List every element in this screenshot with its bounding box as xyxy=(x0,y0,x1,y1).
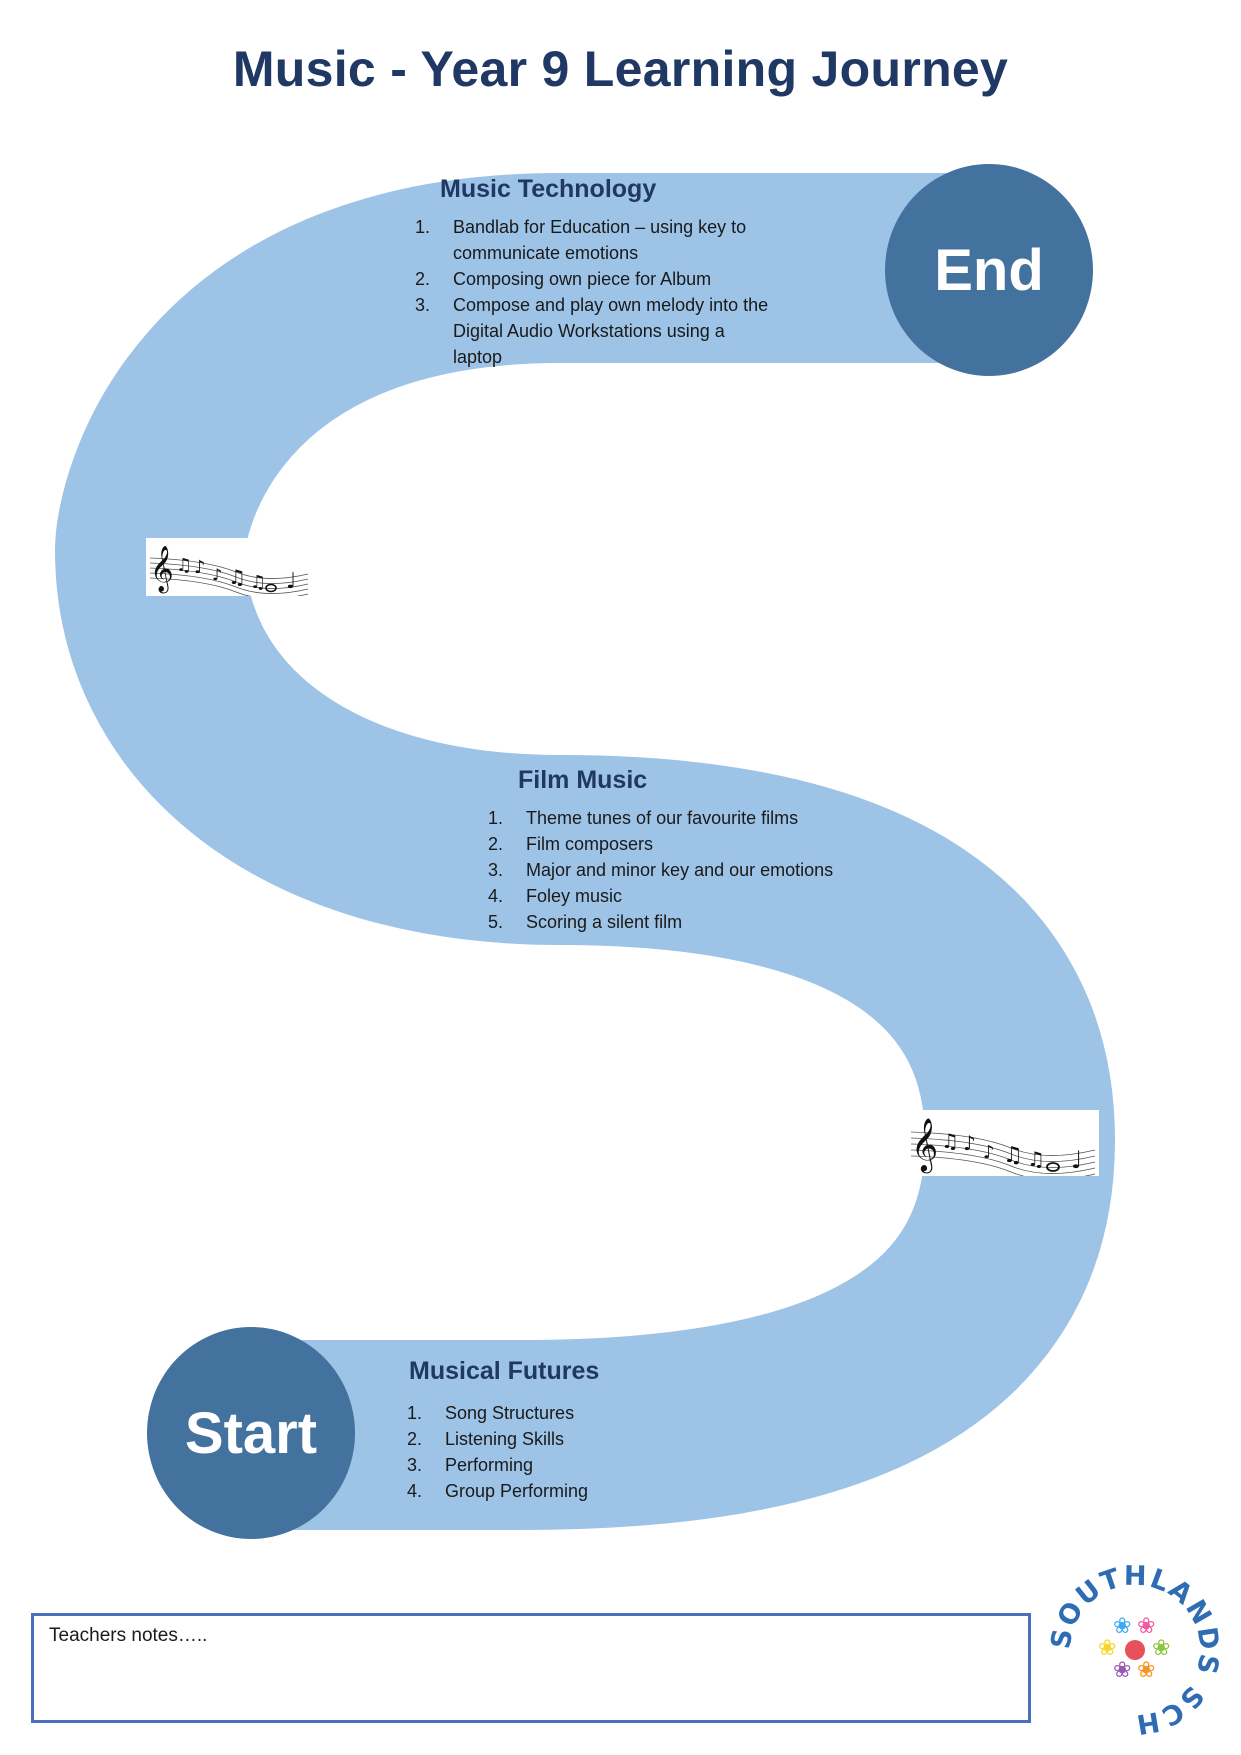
svg-text:♫: ♫ xyxy=(228,565,246,589)
film-music-section: Film Music 1.Theme tunes of our favourit… xyxy=(488,766,888,935)
svg-text:♫: ♫ xyxy=(250,572,266,593)
svg-text:❀: ❀ xyxy=(1113,1614,1131,1639)
list-item: 2.Listening Skills xyxy=(407,1429,565,1449)
music-notes-image: 𝄞 ♫ ♪ ♪ ♫ ♫ ♩ xyxy=(907,1110,1099,1180)
music-notes-image: 𝄞 ♫ ♪ ♪ ♫ ♫ ♩ xyxy=(146,538,312,599)
svg-text:♪: ♪ xyxy=(963,1131,976,1155)
teachers-notes-box[interactable]: Teachers notes….. xyxy=(31,1613,1031,1723)
film-music-list: 1.Theme tunes of our favourite films 2.F… xyxy=(488,805,888,935)
musical-futures-list: 1.Song Structures 2.Listening Skills 3.P… xyxy=(407,1400,707,1504)
svg-text:♪: ♪ xyxy=(194,557,206,578)
list-item: 1.Theme tunes of our favourite films xyxy=(488,808,799,828)
page-title: Music - Year 9 Learning Journey xyxy=(232,41,1009,97)
svg-text:♪: ♪ xyxy=(212,565,222,584)
list-item: 2.Composing own piece for Album xyxy=(415,269,712,289)
list-item: 5.Scoring a silent film xyxy=(488,912,683,932)
list-item: 1.Bandlab for Education – using key to c… xyxy=(415,217,747,263)
end-node: End xyxy=(885,164,1093,376)
musical-futures-title: Musical Futures xyxy=(409,1357,600,1385)
svg-text:♫: ♫ xyxy=(1003,1143,1023,1168)
list-item: 3.Performing xyxy=(407,1455,534,1475)
start-node: Start xyxy=(147,1327,355,1539)
list-item: 4.Foley music xyxy=(488,886,623,906)
svg-text:❀: ❀ xyxy=(1113,1658,1131,1683)
svg-text:❀: ❀ xyxy=(1137,1658,1155,1683)
list-item: 3.Compose and play own melody into the D… xyxy=(415,295,769,367)
svg-text:𝄞: 𝄞 xyxy=(911,1117,938,1173)
svg-text:❀: ❀ xyxy=(1098,1636,1116,1661)
svg-text:♩: ♩ xyxy=(1071,1146,1082,1174)
svg-text:❀: ❀ xyxy=(1137,1614,1155,1639)
list-item: 2.Film composers xyxy=(488,834,654,854)
list-item: 1.Song Structures xyxy=(407,1403,575,1423)
musical-futures-section: Musical Futures 1.Song Structures 2.List… xyxy=(407,1357,707,1504)
svg-text:♩: ♩ xyxy=(286,569,296,594)
svg-text:𝄞: 𝄞 xyxy=(150,546,174,594)
music-technology-section: Music Technology 1.Bandlab for Education… xyxy=(415,175,775,370)
svg-text:❀: ❀ xyxy=(1152,1636,1170,1661)
music-technology-list: 1.Bandlab for Education – using key to c… xyxy=(415,214,775,370)
music-technology-title: Music Technology xyxy=(440,175,657,203)
svg-text:♪: ♪ xyxy=(983,1142,995,1163)
school-logo: ❀ ❀ ❀ ❀ ❀ ❀ SOUTHLANDS SCHOOL xyxy=(1028,1531,1230,1745)
teachers-notes-label: Teachers notes….. xyxy=(49,1625,208,1646)
list-item: 4.Group Performing xyxy=(407,1481,589,1501)
svg-text:♫: ♫ xyxy=(941,1129,959,1153)
list-item: 3.Major and minor key and our emotions xyxy=(488,860,834,880)
svg-text:♫: ♫ xyxy=(1027,1147,1045,1171)
film-music-title: Film Music xyxy=(518,766,648,794)
svg-text:♫: ♫ xyxy=(176,555,192,576)
